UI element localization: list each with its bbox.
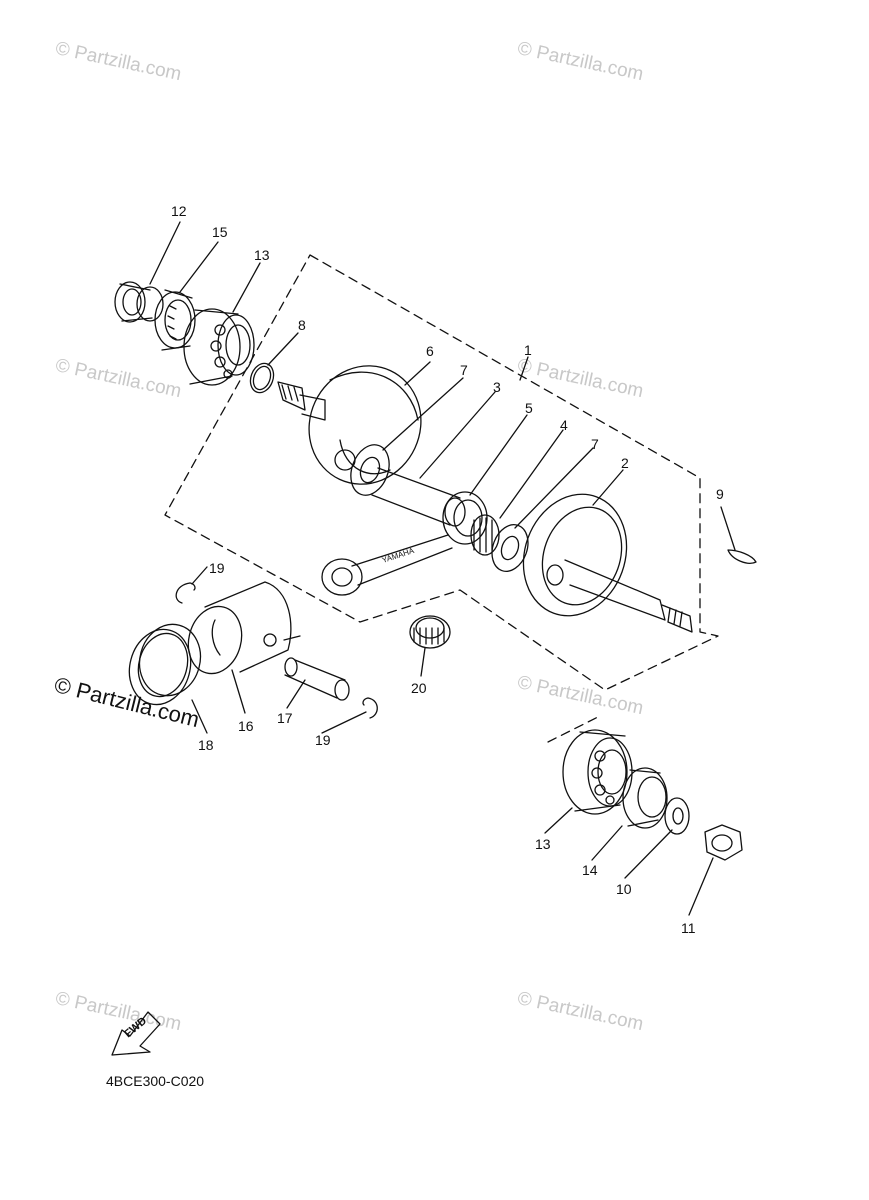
callout-13-lower: 13	[535, 836, 551, 852]
assembly-boundary	[164, 254, 719, 743]
callout-12: 12	[171, 203, 187, 219]
rod-stamp: YAMAHA	[381, 546, 416, 565]
needle-bearing-4	[470, 514, 500, 556]
callout-19-upper: 19	[209, 560, 225, 576]
callout-10: 10	[616, 881, 632, 897]
circlip-19-upper	[175, 582, 196, 604]
diagram-code: 4BCE300-C020	[106, 1073, 205, 1089]
callout-2: 2	[621, 455, 629, 471]
callout-19-lower: 19	[315, 732, 331, 748]
callout-9: 9	[716, 486, 724, 502]
piston-16	[187, 581, 301, 675]
woodruff-key-9	[727, 549, 757, 564]
callout-4: 4	[560, 417, 568, 433]
callout-15: 15	[212, 224, 228, 240]
callout-6: 6	[426, 343, 434, 359]
callout-1: 1	[524, 342, 532, 358]
callout-3: 3	[493, 379, 501, 395]
callout-7-lower: 7	[591, 436, 599, 452]
washer-10	[664, 797, 690, 835]
ball-bearing-13-upper	[183, 308, 255, 386]
oil-seal-12	[114, 281, 164, 323]
callout-14: 14	[582, 862, 598, 878]
piston-rings-18	[128, 623, 202, 706]
spacer-14	[622, 767, 668, 829]
needle-bearing-20	[409, 615, 451, 649]
fwd-label: FWD	[122, 1015, 149, 1040]
crank-left-6	[277, 365, 422, 485]
callout-17: 17	[277, 710, 293, 726]
callout-11: 11	[681, 920, 696, 936]
washer-7-lower	[491, 524, 529, 572]
leader-lines	[149, 221, 736, 916]
crank-right-2	[522, 493, 693, 633]
ball-bearing-13-lower	[562, 729, 633, 815]
washer-7-upper	[350, 444, 390, 496]
fwd-arrow-icon: FWD	[111, 1011, 161, 1056]
callout-20: 20	[411, 680, 427, 696]
callout-7-upper: 7	[460, 362, 468, 378]
callout-5: 5	[525, 400, 533, 416]
nut-11	[704, 824, 743, 861]
circlip-19-lower	[362, 697, 378, 719]
bearing-15	[154, 289, 196, 351]
o-ring-8	[249, 362, 275, 394]
callout-13-upper: 13	[254, 247, 270, 263]
piston-pin-17	[284, 657, 350, 701]
callout-8: 8	[298, 317, 306, 333]
callout-16: 16	[238, 718, 254, 734]
callout-18: 18	[198, 737, 214, 753]
